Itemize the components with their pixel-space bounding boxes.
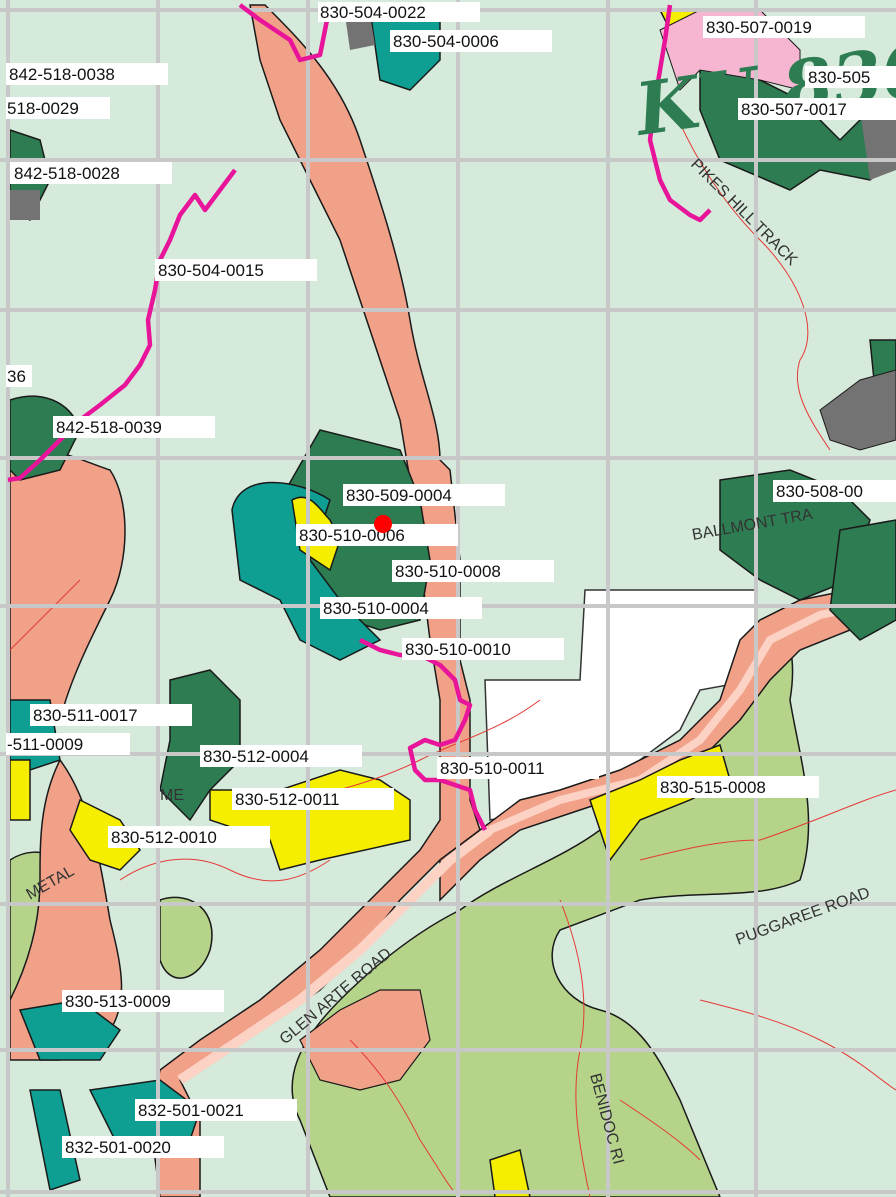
svg-text:830-512-0011: 830-512-0011: [235, 790, 340, 809]
compartment-label[interactable]: 832-501-0021: [135, 1099, 297, 1121]
compartment-label[interactable]: 830-504-0006: [390, 30, 552, 52]
svg-text:36: 36: [7, 367, 26, 386]
compartment-label[interactable]: 830-504-0015: [155, 259, 317, 281]
svg-text:830-510-0008: 830-510-0008: [395, 562, 501, 581]
svg-text:830-507-0019: 830-507-0019: [706, 18, 812, 37]
svg-text:830-508-00: 830-508-00: [776, 482, 863, 501]
glen-arte-road-line: [177, 826, 493, 1085]
compartment-label[interactable]: 832-501-0020: [62, 1136, 224, 1158]
svg-text:832-501-0020: 832-501-0020: [65, 1138, 171, 1157]
road-corridors: [9, 4, 896, 1197]
compartment-label[interactable]: -511-0009: [6, 733, 130, 755]
compartment-label[interactable]: 830-508-00: [773, 480, 896, 502]
compartment-label[interactable]: 830-504-0022: [318, 2, 480, 22]
compartment-label[interactable]: 842-518-0038: [6, 63, 168, 85]
compartment-label[interactable]: 518-0029: [6, 97, 110, 119]
compartment-label[interactable]: 36: [6, 365, 32, 387]
svg-text:830-512-0010: 830-512-0010: [111, 828, 217, 847]
compartment-labels: 830-504-0022 830-504-0006 830-507-0019 8…: [6, 2, 896, 1158]
compartment-label[interactable]: 830-515-0008: [657, 776, 819, 798]
compartment-label[interactable]: 830-510-0004: [320, 597, 482, 619]
svg-text:832-501-0021: 832-501-0021: [138, 1101, 244, 1120]
road-label-me: ME: [160, 787, 184, 804]
puggaree-road-line: [488, 596, 896, 834]
forest-boundary-line: [7, 3, 712, 832]
svg-text:830-505: 830-505: [808, 68, 870, 87]
svg-text:830-510-0004: 830-510-0004: [323, 599, 429, 618]
svg-text:830-509-0004: 830-509-0004: [346, 486, 452, 505]
svg-text:842-518-0028: 842-518-0028: [14, 164, 120, 183]
minor-tracks: [9, 99, 896, 1197]
compartment-label[interactable]: 830-511-0017: [30, 704, 192, 726]
compartment-label[interactable]: 830-510-0010: [402, 638, 564, 660]
compartment-label[interactable]: 830-513-0009: [62, 990, 224, 1012]
svg-text:842-518-0039: 842-518-0039: [56, 418, 162, 437]
svg-text:-511-0009: -511-0009: [7, 735, 83, 754]
svg-text:830-515-0008: 830-515-0008: [660, 778, 766, 797]
svg-text:830-513-0009: 830-513-0009: [65, 992, 171, 1011]
svg-text:830-504-0022: 830-504-0022: [320, 3, 426, 22]
svg-text:830-512-0004: 830-512-0004: [203, 747, 309, 766]
svg-text:830-510-0011: 830-510-0011: [440, 759, 545, 778]
svg-text:830-504-0015: 830-504-0015: [158, 261, 264, 280]
compartment-label[interactable]: 842-518-0028: [10, 162, 172, 184]
compartment-label[interactable]: 830-510-0011: [437, 757, 599, 779]
compartment-label[interactable]: 830-505: [805, 66, 896, 88]
compartment-label[interactable]: 830-512-0004: [200, 745, 362, 767]
compartment-label[interactable]: 842-518-0039: [53, 416, 215, 438]
svg-text:830-510-0010: 830-510-0010: [405, 640, 511, 659]
compartment-label[interactable]: 830-512-0010: [108, 826, 270, 848]
compartment-label[interactable]: 830-507-0017: [738, 98, 896, 120]
compartment-label[interactable]: 830-512-0011: [232, 788, 394, 810]
svg-text:830-507-0017: 830-507-0017: [741, 100, 847, 119]
location-dot-icon[interactable]: [374, 515, 392, 533]
compartment-label[interactable]: 830-509-0004: [343, 484, 505, 506]
svg-text:830-504-0006: 830-504-0006: [393, 32, 499, 51]
svg-text:830-511-0017: 830-511-0017: [33, 706, 138, 725]
svg-text:518-0029: 518-0029: [7, 99, 79, 118]
compartment-label[interactable]: 830-510-0008: [392, 560, 554, 582]
compartment-label[interactable]: 830-507-0019: [703, 16, 865, 38]
svg-text:842-518-0038: 842-518-0038: [9, 65, 115, 84]
